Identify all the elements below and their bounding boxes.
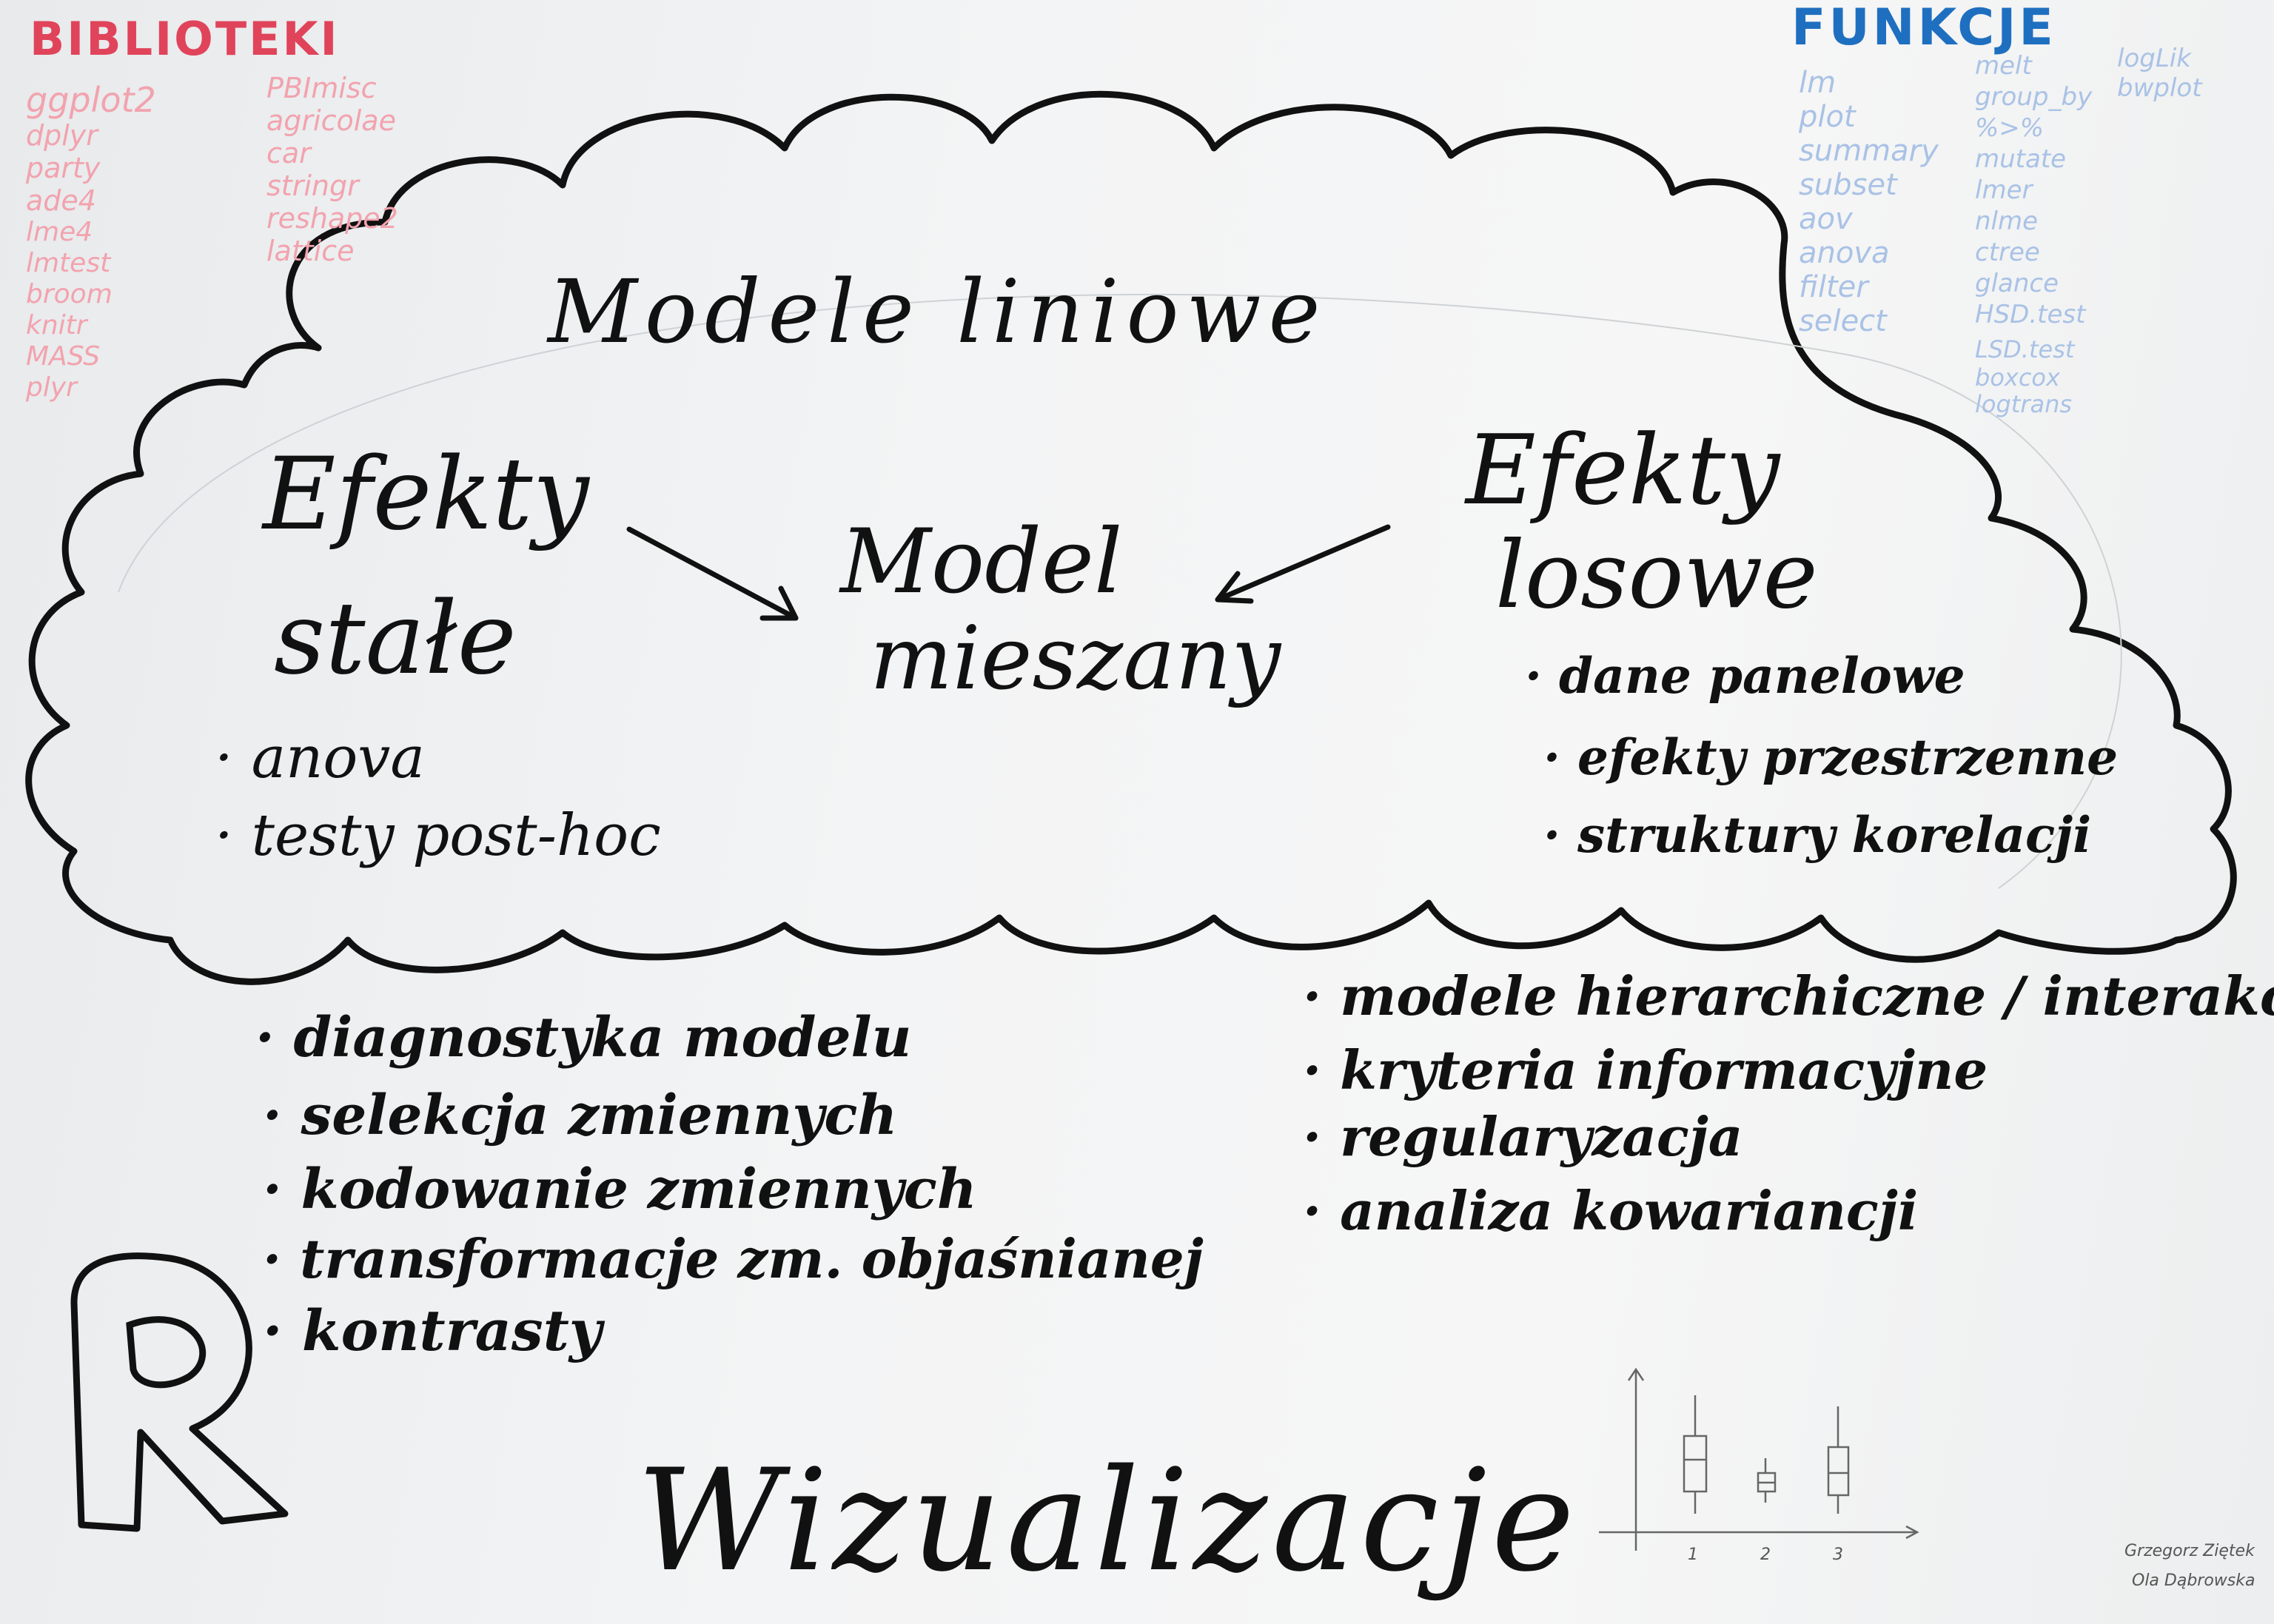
library-item: knitr	[26, 310, 87, 340]
topic-bullet: · modele hierarchiczne / interakcje	[1303, 970, 2274, 1023]
r-logo-outline	[70, 1252, 289, 1532]
pencil-guide	[118, 293, 2122, 889]
function-item: aov	[1799, 202, 1853, 236]
function-item: summary	[1799, 134, 1939, 168]
library-item: car	[266, 137, 311, 170]
arrow-fixed-to-mixed	[626, 526, 799, 621]
function-item: plot	[1799, 100, 1856, 134]
library-item: party	[26, 152, 101, 184]
topic-bullet-text: kodowanie zmiennych	[301, 1158, 977, 1221]
libraries-column-1: ggplot2 dplyr party ade4 lme4 lmtest bro…	[26, 83, 156, 406]
cloud-title: Modele liniowe	[548, 261, 1328, 363]
mixed-model-line1: Model	[840, 511, 1123, 614]
library-item: agricolae	[266, 104, 396, 137]
topic-bullet-text: kryteria informacyjne	[1340, 1039, 1988, 1101]
topic-bullet: · regularyzacja	[1303, 1105, 1743, 1168]
topic-bullet-text: modele hierarchiczne / interakcje	[1340, 964, 2274, 1027]
r-logo-label: R	[74, 1258, 75, 1259]
fixed-effects-line2: stałe	[274, 580, 517, 697]
topic-bullet: · kontrasty	[263, 1298, 602, 1363]
random-bullet-text: struktury korelacji	[1577, 806, 2092, 864]
random-bullet: · dane panelowe	[1525, 647, 1965, 705]
function-item: anova	[1799, 236, 1890, 270]
function-item: %>%	[1975, 113, 2045, 143]
fixed-bullet: · anova	[215, 725, 425, 791]
library-item: lme4	[26, 217, 93, 247]
topic-bullet: · kryteria informacyjne	[1303, 1039, 1988, 1101]
functions-column-2: melt group_by %>% mutate lmer nlme ctree…	[1975, 53, 2092, 419]
r-logo-bowl	[126, 1316, 207, 1389]
topic-bullet-text: regularyzacja	[1340, 1105, 1743, 1168]
function-item: nlme	[1975, 207, 2039, 236]
random-effects-line2: losowe	[1495, 522, 1818, 629]
function-item: LSD.test	[1975, 335, 2075, 363]
function-item: logtrans	[1975, 390, 2073, 418]
function-item: filter	[1799, 270, 1868, 304]
functions-column-1: lm plot summary subset aov anova filter …	[1799, 68, 1939, 340]
function-item: HSD.test	[1975, 300, 2086, 329]
library-item: ggplot2	[26, 80, 156, 120]
topic-bullet-text: kontrasty	[301, 1298, 602, 1363]
signature-line2: Ola Dąbrowska	[2132, 1571, 2255, 1590]
libraries-title: BIBLIOTEKI	[30, 12, 340, 66]
boxplot-axis-label: 1	[1688, 1546, 1698, 1564]
topic-bullet-text: diagnostyka modelu	[293, 1006, 912, 1070]
functions-title: FUNKCJE	[1791, 0, 2056, 57]
function-item: glance	[1975, 269, 2059, 298]
signature-line1: Grzegorz Ziętek	[2124, 1542, 2255, 1560]
topic-bullet: · kodowanie zmiennych	[263, 1158, 977, 1221]
fixed-bullet-text: anova	[251, 725, 425, 791]
random-bullet-text: dane panelowe	[1558, 647, 1965, 705]
fixed-effects-line1: Efekty	[263, 436, 589, 552]
topic-bullet: · analiza kowariancji	[1303, 1179, 1919, 1242]
boxplot-axis-label: 3	[1833, 1546, 1843, 1564]
function-item: ctree	[1975, 238, 2040, 267]
boxplot-axis-label: 2	[1760, 1546, 1771, 1564]
library-item: broom	[26, 279, 113, 309]
topic-bullet: · selekcja zmiennych	[263, 1084, 898, 1147]
functions-column-3: logLik bwplot	[2117, 46, 2202, 105]
function-item: melt	[1975, 51, 2032, 81]
library-item: stringr	[266, 170, 359, 202]
mixed-model-line2: mieszany	[870, 607, 1281, 709]
function-item: logLik	[2117, 44, 2191, 73]
random-effects-line1: Efekty	[1466, 414, 1780, 526]
library-item: dplyr	[26, 119, 98, 152]
topic-bullet-text: transformacje zm. objaśnianej	[300, 1227, 1204, 1290]
library-item: ade4	[26, 184, 96, 217]
thought-cloud-outline	[25, 90, 2237, 985]
function-item: lmer	[1975, 175, 2033, 205]
fixed-bullet-text: testy post-hoc	[251, 802, 661, 869]
library-item: MASS	[26, 341, 101, 372]
library-item: reshape2	[266, 202, 398, 235]
function-item: bwplot	[2117, 73, 2202, 103]
library-item: lattice	[266, 235, 355, 267]
function-item: select	[1799, 304, 1887, 338]
arrow-random-to-mixed	[1215, 524, 1391, 604]
topic-bullet: · diagnostyka modelu	[255, 1006, 912, 1070]
topic-bullet: · transformacje zm. objaśnianej	[263, 1227, 1204, 1290]
function-item: mutate	[1975, 144, 2067, 174]
library-item: plyr	[26, 372, 77, 403]
libraries-column-2: PBImisc agricolae car stringr reshape2 l…	[266, 74, 398, 269]
function-item: group_by	[1975, 82, 2093, 112]
fixed-bullet: · testy post-hoc	[215, 802, 661, 869]
library-item: PBImisc	[266, 72, 377, 104]
topic-bullet-text: analiza kowariancji	[1340, 1179, 1919, 1242]
boxplot-sketch	[1599, 1367, 1919, 1551]
library-item: lmtest	[26, 248, 111, 278]
function-item: boxcox	[1975, 363, 2060, 392]
footer-title: Wizualizacje	[637, 1439, 1580, 1603]
topic-bullet-text: selekcja zmiennych	[301, 1084, 898, 1147]
random-bullet: · efekty przestrzenne	[1543, 728, 2119, 786]
function-item: subset	[1799, 168, 1897, 202]
function-item: lm	[1799, 66, 1837, 100]
random-bullet: · struktury korelacji	[1543, 806, 2092, 864]
random-bullet-text: efekty przestrzenne	[1577, 728, 2119, 786]
